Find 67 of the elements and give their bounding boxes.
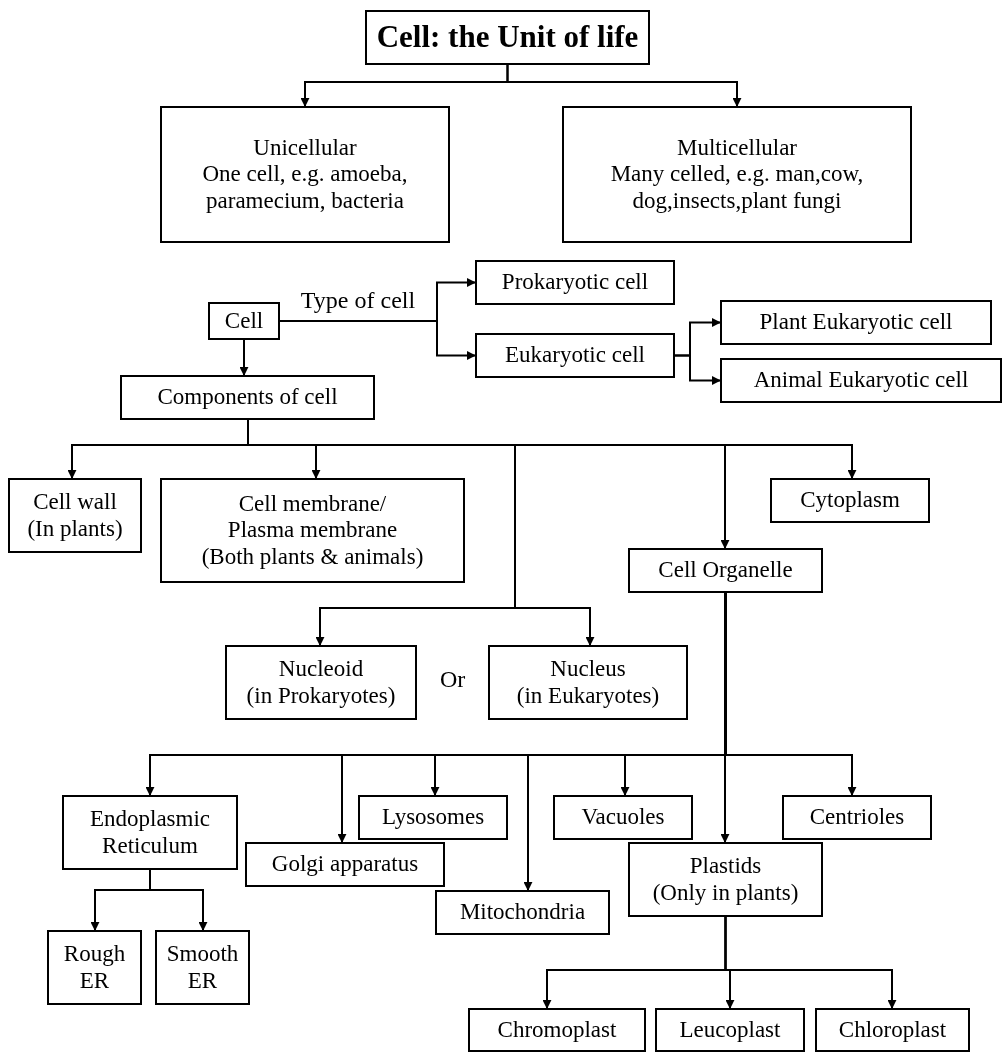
node-subtext: One cell, e.g. amoeba, paramecium, bacteria: [201, 161, 409, 215]
node-text: Prokaryotic cell: [501, 269, 649, 296]
node-text: Eukaryotic cell: [505, 342, 645, 369]
node-text: Centrioles: [809, 804, 905, 831]
concept-box: [160, 106, 450, 243]
concept-box: [47, 930, 142, 1005]
concept-box: [655, 1008, 805, 1052]
node-subtext: (Both plants & animals): [201, 543, 424, 571]
concept-box: [475, 333, 675, 378]
concept-box: [770, 478, 930, 523]
node-text: Nucleus: [550, 656, 626, 683]
title-box: [365, 10, 650, 65]
concept-box: [782, 795, 932, 840]
node-subtext: (in Prokaryotes): [246, 682, 396, 709]
node-text: Leucoplast: [679, 1016, 781, 1044]
node-subtext: (in Eukaryotes): [516, 682, 660, 709]
concept-box: [208, 302, 280, 340]
concept-box: [628, 842, 823, 917]
concept-box: [155, 930, 250, 1005]
concept-box: [720, 300, 992, 345]
node-text: Chromoplast: [497, 1016, 617, 1044]
node-subtext: (In plants): [27, 515, 123, 542]
node-text: Rough ER: [62, 941, 127, 994]
node-text: Golgi apparatus: [271, 851, 419, 878]
node-text: Multicellular: [676, 134, 798, 162]
node-text: Lysosomes: [381, 804, 485, 831]
connector-word: Or: [440, 667, 466, 691]
concept-box: [720, 358, 1002, 403]
arrow: [674, 354, 721, 385]
arrow: [724, 592, 857, 796]
concept-box: [358, 795, 508, 840]
node-text: Chloroplast: [838, 1016, 947, 1044]
node-text: Cell membrane/ Plasma membrane: [226, 490, 399, 544]
node-subtext: (Only in plants): [652, 879, 799, 906]
node-text: Components of cell: [157, 384, 338, 411]
node-text: Smooth ER: [165, 941, 240, 994]
node-text: Cell wall: [33, 489, 117, 516]
concept-box: [160, 478, 465, 583]
concept-box: [815, 1008, 970, 1052]
node-text: Plant Eukaryotic cell: [759, 309, 953, 336]
concept-box: [120, 375, 375, 420]
concept-box: [562, 106, 912, 243]
arrow: [506, 64, 742, 107]
node-text: Cytoplasm: [800, 487, 900, 514]
node-text: Vacuoles: [581, 804, 665, 831]
arrow: [239, 339, 249, 376]
concept-box: [225, 645, 417, 720]
node-text: Plastids: [689, 853, 762, 880]
node-text: Mitochondria: [459, 899, 586, 926]
node-text: Cell: [224, 307, 264, 335]
node-text: Endoplasmic Reticulum: [88, 806, 212, 859]
concept-box: [468, 1008, 646, 1052]
node-text: Animal Eukaryotic cell: [753, 367, 969, 394]
concept-box: [475, 260, 675, 305]
concept-box: [62, 795, 238, 870]
concept-box: [245, 842, 445, 887]
arrow: [724, 916, 897, 1009]
concept-box: [8, 478, 142, 553]
concept-box: [628, 548, 823, 593]
title-text: Cell: the Unit of life: [376, 18, 639, 57]
concept-box: [435, 890, 610, 935]
concept-box: [553, 795, 693, 840]
node-text: Unicellular: [253, 134, 357, 162]
node-text: Cell Organelle: [658, 557, 793, 584]
concept-box: [488, 645, 688, 720]
node-subtext: Many celled, e.g. man,cow, dog,insects,plant fungi: [609, 161, 865, 215]
node-text: Nucleoid: [278, 656, 364, 683]
